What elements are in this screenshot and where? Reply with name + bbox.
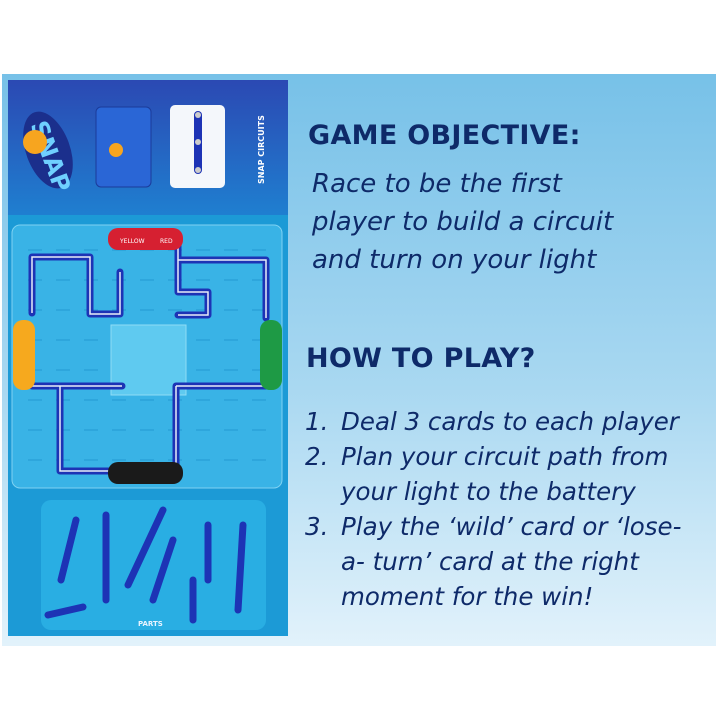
objective-line: player to build a circuit: [312, 207, 614, 237]
step-item: 3.Play the ‘wild’ card or ‘lose-a- turn’…: [305, 512, 682, 611]
objective-text: Race to be the first player to build a c…: [312, 165, 613, 279]
logo-2-badge: [23, 130, 47, 154]
how-to-play-heading: HOW TO PLAY?: [306, 343, 536, 374]
green-light-module: [260, 320, 282, 390]
black-light-module: [108, 462, 183, 484]
objective-heading: GAME OBJECTIVE:: [308, 120, 581, 151]
game-board-photo: SNAP SNAP CIRCUITS YELLOW RED PARTS: [8, 80, 288, 636]
loose-snap-wires: [44, 506, 247, 624]
steps-list: 1.Deal 3 cards to each player 2.Plan you…: [305, 404, 681, 614]
red-light-module: [108, 228, 183, 250]
svg-text:YELLOW: YELLOW: [119, 238, 145, 245]
objective-line: Race to be the first: [312, 169, 562, 199]
snap-circuits-brand: SNAP CIRCUITS: [257, 115, 266, 184]
card-back: [95, 106, 152, 188]
parts-label: PARTS: [138, 620, 163, 628]
step-item: 1.Deal 3 cards to each player: [305, 407, 679, 436]
svg-text:RED: RED: [160, 238, 173, 245]
objective-line: and turn on your light: [312, 245, 597, 275]
orange-light-module: [13, 320, 35, 390]
svg-text:SNAP CIRCUITS: SNAP CIRCUITS: [257, 115, 266, 184]
